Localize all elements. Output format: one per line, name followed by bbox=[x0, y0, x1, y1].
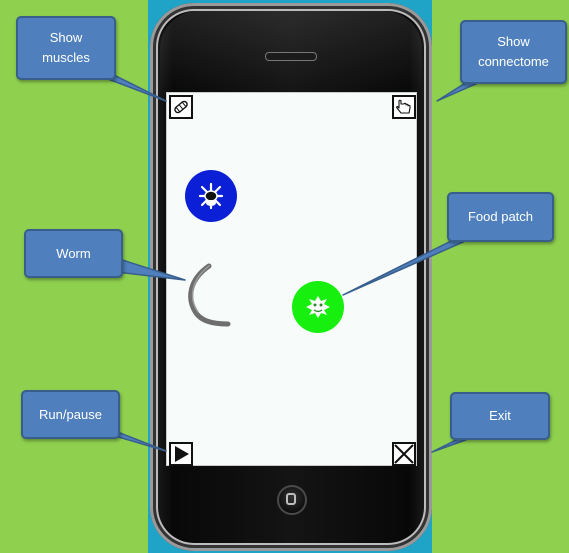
callout-show-muscles: Show muscles bbox=[16, 16, 116, 80]
callout-run-pause: Run/pause bbox=[21, 390, 120, 439]
callout-worm: Worm bbox=[24, 229, 123, 278]
food-creature-icon bbox=[306, 296, 330, 318]
exit-button[interactable] bbox=[392, 442, 416, 466]
play-icon bbox=[175, 446, 189, 462]
simulation-screen bbox=[166, 92, 417, 466]
obstacle-object[interactable] bbox=[185, 170, 237, 222]
food-patch-object[interactable] bbox=[292, 281, 344, 333]
callout-exit: Exit bbox=[450, 392, 550, 440]
hand-pointer-icon bbox=[396, 99, 411, 114]
close-icon bbox=[394, 444, 414, 464]
spiky-creature-icon bbox=[198, 182, 224, 210]
worm[interactable] bbox=[182, 263, 232, 328]
muscles-icon bbox=[174, 100, 188, 114]
home-button[interactable] bbox=[277, 485, 307, 515]
show-connectome-button[interactable] bbox=[392, 95, 416, 119]
phone-speaker bbox=[265, 52, 317, 61]
show-muscles-button[interactable] bbox=[169, 95, 193, 119]
run-pause-button[interactable] bbox=[169, 442, 193, 466]
callout-food-patch: Food patch bbox=[447, 192, 554, 242]
callout-show-connectome: Show connectome bbox=[460, 20, 567, 84]
